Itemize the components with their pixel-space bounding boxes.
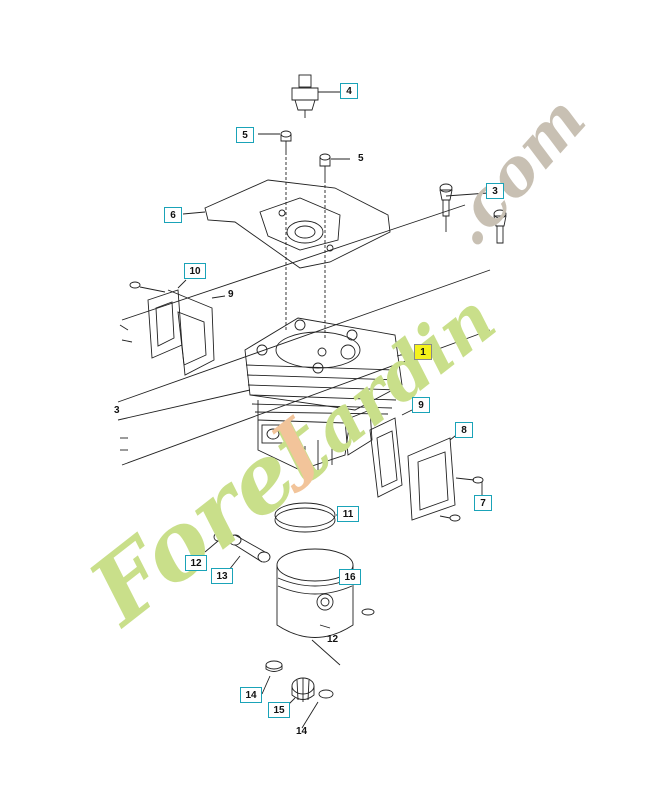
- screw-5-right: [319, 153, 350, 180]
- spark-plug: [291, 74, 340, 118]
- intake-flange-right: [369, 409, 484, 522]
- cylinder-head-gasket: [182, 179, 391, 269]
- callout-10: 10: [184, 263, 206, 279]
- callout-12: 12: [185, 555, 207, 571]
- callout-4: 4: [340, 83, 358, 99]
- screw-3-a: [439, 183, 453, 232]
- callout-14: 14: [240, 687, 262, 703]
- label-12: 12: [327, 634, 339, 645]
- piston: [276, 548, 375, 666]
- cylinder: [244, 317, 410, 474]
- label-14: 14: [296, 726, 308, 737]
- callout-5: 5: [236, 127, 254, 143]
- callout-9: 9: [412, 397, 430, 413]
- callout-16: 16: [339, 569, 361, 585]
- label-3: 3: [114, 405, 120, 416]
- callout-8: 8: [455, 422, 473, 438]
- label-5: 5: [358, 153, 364, 164]
- piston-ring: [274, 502, 345, 533]
- callout-3: 3: [486, 183, 504, 199]
- piston-pin: [204, 532, 271, 571]
- screw-3-b: [493, 209, 507, 244]
- callout-1: 1: [414, 344, 432, 360]
- callout-6: 6: [164, 207, 182, 223]
- label-9: 9: [228, 289, 234, 300]
- needle-bearing: [261, 660, 334, 729]
- callout-11: 11: [337, 506, 359, 522]
- callout-13: 13: [211, 568, 233, 584]
- callout-7: 7: [474, 495, 492, 511]
- intake-flange-left: [119, 279, 226, 376]
- reference-line: [117, 389, 251, 421]
- callout-15: 15: [268, 702, 290, 718]
- screw-5-left: [258, 130, 292, 152]
- reference-line: [117, 269, 491, 403]
